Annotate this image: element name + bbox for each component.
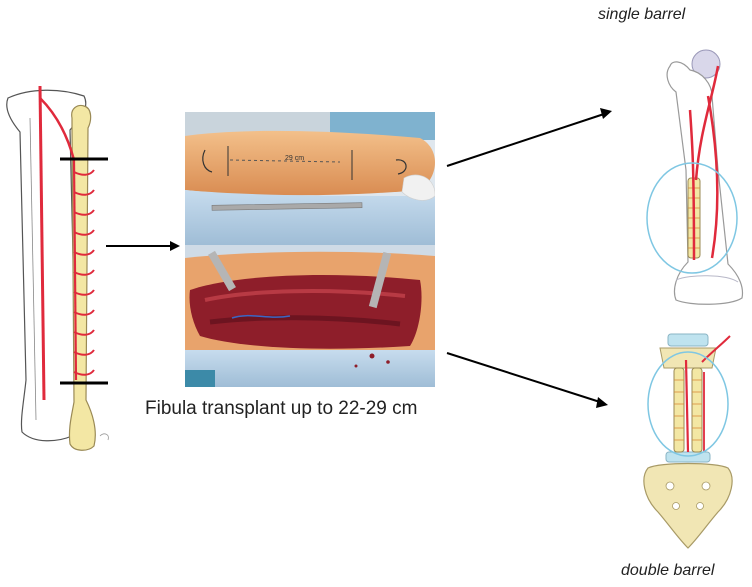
arrow-to-single-barrel <box>446 108 612 167</box>
photo-leg-marking <box>185 112 435 245</box>
femoral-head <box>691 49 721 79</box>
sketch-squiggle <box>99 433 109 441</box>
femur-vessel-b <box>694 65 720 181</box>
spine-vessel-a <box>684 359 690 453</box>
single-barrel-highlight <box>646 162 738 274</box>
femur-single-barrel <box>646 49 744 305</box>
vessel-long <box>38 85 46 401</box>
vertebra-upper <box>667 333 709 347</box>
sacrum <box>643 462 733 549</box>
tibia-inner-line <box>29 117 37 421</box>
arrow-left-to-photos <box>106 241 180 251</box>
disc-lower <box>665 451 711 463</box>
photo-fibula-harvest <box>185 245 435 387</box>
double-barrel-graft-right <box>691 367 703 453</box>
main-caption: Fibula transplant up to 22-29 cm <box>145 398 418 419</box>
femur-shaft <box>666 61 744 305</box>
spine-double-barrel <box>643 333 733 549</box>
double-barrel-label: double barrel <box>621 562 715 579</box>
tibia-outline <box>6 89 87 442</box>
single-barrel-label: single barrel <box>598 6 686 23</box>
double-barrel-graft-left <box>673 367 685 453</box>
arrow-to-double-barrel <box>446 352 608 408</box>
leg-bone-sketch <box>6 85 109 451</box>
femur-vessel-a <box>688 109 696 261</box>
double-barrel-highlight <box>647 351 729 457</box>
vessel-wraps <box>73 169 95 376</box>
spine-vessel-b <box>701 335 731 363</box>
vessel-top-branch <box>39 97 76 161</box>
vessel-pedicle <box>72 159 78 381</box>
photo-top-marking-text: 29 cm <box>285 155 304 162</box>
